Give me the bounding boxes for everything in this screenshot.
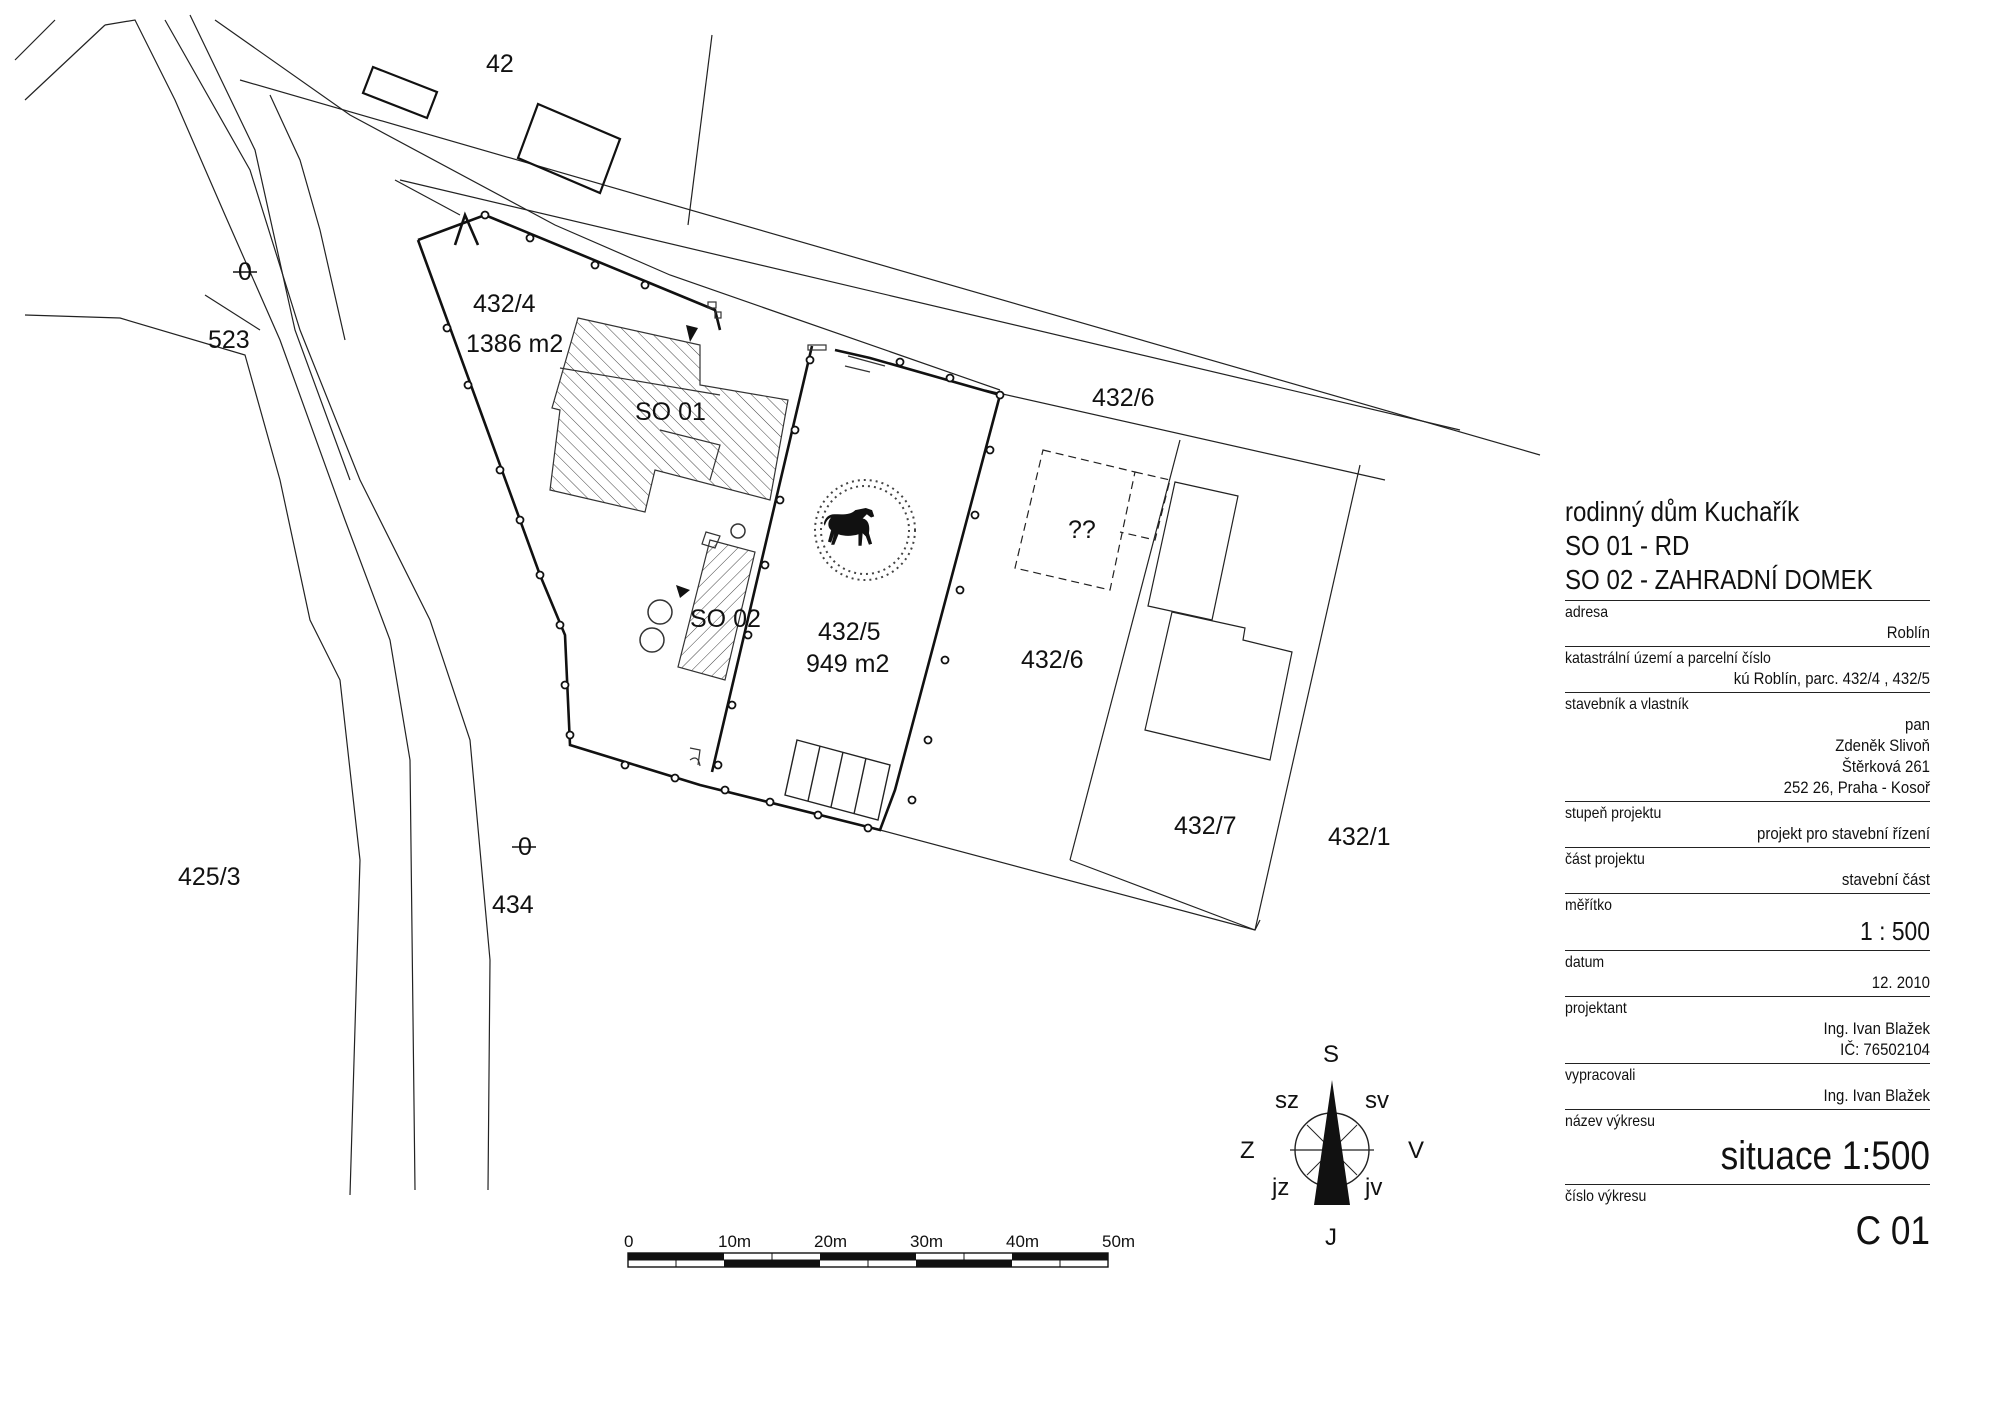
- cadastre-label: katastrální území a parcelní číslo: [1565, 650, 1771, 667]
- label-42: 42: [486, 50, 514, 78]
- north-arrow: S J Z V sz sv jz jv: [1240, 1041, 1424, 1251]
- neighbour-buildings: [361, 65, 622, 195]
- scale-bar: 0 10m 20m 30m 40m 50m: [624, 1232, 1135, 1268]
- drawing-name-label: název výkresu: [1565, 1113, 1655, 1130]
- label-432-5-area: 949 m2: [806, 650, 889, 678]
- part-label: část projektu: [1565, 851, 1645, 868]
- riding-circle: [814, 479, 916, 581]
- so02-entrance-marker: [676, 585, 690, 598]
- scale-tick-10: 10m: [718, 1232, 751, 1251]
- entry-markers: [807, 344, 886, 373]
- label-432-7: 432/7: [1174, 812, 1237, 840]
- owner-line-1: pan: [1905, 715, 1930, 734]
- compass-w: Z: [1240, 1137, 1255, 1164]
- label-425-3: 425/3: [178, 863, 241, 891]
- label-so01: SO 01: [635, 398, 706, 426]
- scale-tick-30: 30m: [910, 1232, 943, 1251]
- parcel-labels: 42 0 523 432/4 1386 m2 SO 01 SO 02 432/5…: [178, 50, 1391, 919]
- scale-value: 1 : 500: [1860, 916, 1930, 946]
- drawing-number-value: C 01: [1855, 1209, 1930, 1253]
- drawn-label: vypracovali: [1565, 1067, 1636, 1084]
- drawing-name-value: situace 1:500: [1720, 1134, 1930, 1178]
- label-432-1: 432/1: [1328, 823, 1391, 851]
- date-label: datum: [1565, 954, 1605, 971]
- compass-e: V: [1408, 1137, 1424, 1164]
- designer-label: projektant: [1565, 1000, 1627, 1017]
- label-so02: SO 02: [690, 605, 761, 633]
- label-434: 434: [492, 891, 534, 919]
- drawing-number-label: číslo výkresu: [1565, 1188, 1647, 1205]
- project-title-2: SO 01 - RD: [1565, 530, 1690, 561]
- stage-value: projekt pro stavební řízení: [1757, 824, 1930, 843]
- label-unknown: ??: [1068, 516, 1096, 544]
- cadastre-value: kú Roblín, parc. 432/4 , 432/5: [1733, 669, 1930, 688]
- so01-small-items: [707, 301, 722, 319]
- stage-label: stupeň projektu: [1565, 805, 1662, 822]
- scale-tick-0: 0: [624, 1232, 633, 1251]
- label-432-6-top: 432/6: [1092, 384, 1155, 412]
- scale-label: měřítko: [1565, 897, 1612, 914]
- owner-line-4: 252 26, Praha - Kosoř: [1783, 778, 1930, 797]
- project-title-1: rodinný dům Kuchařík: [1565, 496, 1800, 527]
- drawn-value: Ing. Ivan Blažek: [1823, 1086, 1930, 1105]
- scale-tick-50: 50m: [1102, 1232, 1135, 1251]
- label-432-6: 432/6: [1021, 646, 1084, 674]
- parking-stalls: [784, 739, 891, 821]
- so01-house: [549, 317, 789, 513]
- part-value: stavební část: [1841, 870, 1930, 889]
- label-432-4: 432/4: [473, 290, 536, 318]
- compass-s: J: [1325, 1224, 1337, 1251]
- date-value: 12. 2010: [1871, 973, 1930, 992]
- owner-label: stavebník a vlastník: [1565, 696, 1689, 713]
- trees: [639, 523, 746, 653]
- title-block: rodinný dům Kuchařík SO 01 - RD SO 02 - …: [1565, 495, 1930, 1256]
- plot-boundary: [416, 211, 1002, 832]
- designer-line-1: Ing. Ivan Blažek: [1823, 1019, 1930, 1038]
- designer-line-2: IČ: 76502104: [1840, 1040, 1930, 1059]
- gate: [689, 747, 701, 767]
- label-432-4-area: 1386 m2: [466, 330, 563, 358]
- label-432-5: 432/5: [818, 618, 881, 646]
- so01-entrance-marker: [686, 325, 698, 342]
- boundary-points: [442, 210, 1005, 833]
- project-title-3: SO 02 - ZAHRADNÍ DOMEK: [1565, 564, 1873, 595]
- compass-se: jv: [1364, 1174, 1382, 1201]
- owner-line-2: Zdeněk Slivoň: [1835, 736, 1930, 755]
- cadastral-lines: [14, 14, 1541, 1196]
- horse-icon: [823, 508, 875, 546]
- owner-line-3: Štěrková 261: [1841, 757, 1930, 776]
- scale-tick-20: 20m: [814, 1232, 847, 1251]
- compass-n: S: [1323, 1041, 1339, 1068]
- address-value: Roblín: [1886, 623, 1930, 642]
- so02-garden-house: [677, 531, 756, 681]
- scale-tick-40: 40m: [1006, 1232, 1039, 1251]
- compass-sw: jz: [1271, 1174, 1289, 1201]
- compass-nw: sz: [1275, 1087, 1299, 1114]
- address-label: adresa: [1565, 604, 1609, 621]
- compass-ne: sv: [1365, 1087, 1389, 1114]
- plot-432-6-structures: [1014, 449, 1293, 761]
- label-523: 523: [208, 326, 250, 354]
